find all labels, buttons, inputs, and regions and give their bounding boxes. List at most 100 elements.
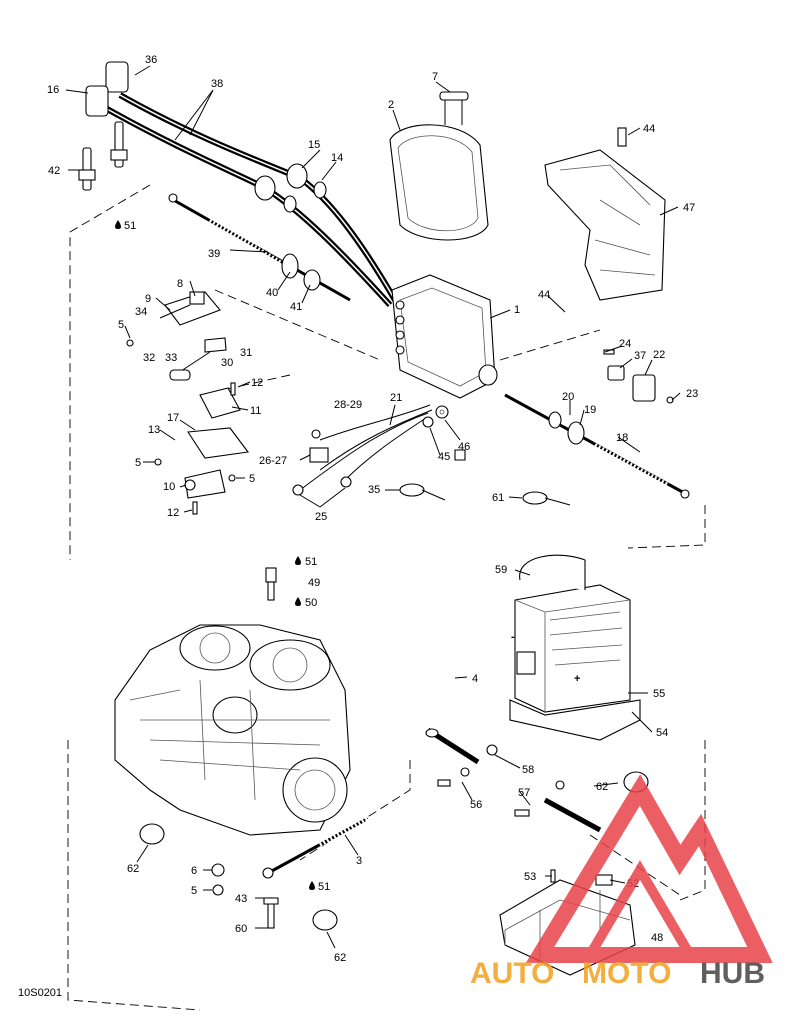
callout-44-b: 44 (538, 289, 550, 301)
callout-12-a: 12 (251, 377, 263, 389)
callout-11: 11 (250, 405, 261, 417)
callout-46: 46 (458, 441, 470, 453)
callout-15: 15 (308, 139, 320, 151)
callout-28-29: 28-29 (334, 399, 362, 411)
cable-ties (399, 483, 571, 506)
callout-62-b: 62 (127, 863, 139, 875)
callout-12-b: 12 (167, 507, 179, 519)
callout-5-a: 5 (118, 319, 124, 331)
engine-block (114, 624, 351, 836)
callout-16: 16 (47, 84, 59, 96)
callout-36: 36 (145, 54, 157, 66)
callout-26-27: 26-27 (259, 455, 287, 467)
callout-53: 53 (524, 871, 536, 883)
drop-icon (295, 597, 301, 606)
callout-40: 40 (266, 287, 278, 299)
callout-49: 49 (308, 577, 320, 589)
headlight-housing (389, 91, 489, 241)
callout-34: 34 (135, 306, 147, 318)
figure-code: 10S0201 (18, 987, 62, 999)
callout-58: 58 (522, 764, 534, 776)
callout-39: 39 (208, 248, 220, 260)
callout-47: 47 (683, 202, 695, 214)
callout-4: 4 (472, 673, 478, 685)
callout-43: 43 (235, 893, 247, 905)
drop-icons (115, 220, 315, 890)
spark-plugs (78, 121, 128, 191)
callout-57: 57 (518, 787, 530, 799)
callout-60: 60 (235, 923, 247, 935)
callout-10: 10 (163, 481, 175, 493)
callout-61: 61 (492, 492, 504, 504)
callout-7: 7 (432, 71, 438, 83)
watermark-logo: AUTO MOTO HUB (470, 774, 773, 990)
callout-30: 30 (221, 357, 233, 369)
callout-23: 23 (686, 388, 698, 400)
callout-45: 45 (438, 451, 450, 463)
engine-small-parts (139, 449, 466, 931)
callout-55: 55 (653, 688, 665, 700)
callout-35: 35 (368, 484, 380, 496)
callout-24: 24 (619, 338, 631, 350)
callout-22: 22 (653, 349, 665, 361)
callout-32: 32 (143, 352, 155, 364)
callout-50: 50 (305, 597, 317, 609)
callout-59: 59 (495, 564, 507, 576)
callout-62-c: 62 (334, 952, 346, 964)
callout-54: 54 (656, 727, 668, 739)
battery-plus-sign: + (574, 673, 580, 685)
callout-48: 48 (651, 932, 663, 944)
callout-1: 1 (514, 304, 520, 316)
callout-3: 3 (356, 855, 362, 867)
temperature-sensor (265, 567, 277, 601)
callout-51-a: 51 (124, 220, 136, 232)
callout-21: 21 (390, 392, 402, 404)
triangle-logo-icon (525, 774, 773, 963)
drop-icon (295, 556, 301, 565)
callout-13: 13 (148, 424, 160, 436)
callout-2: 2 (388, 99, 394, 111)
ignition-parts-cluster (126, 291, 249, 515)
wiring-harness (292, 404, 433, 496)
starter-cable (262, 816, 369, 879)
leader-lines (65, 65, 681, 949)
drop-icon (115, 220, 121, 229)
callout-33: 33 (165, 352, 177, 364)
callout-20: 20 (562, 391, 574, 403)
battery-assembly: - + (509, 554, 641, 741)
switch-parts (603, 349, 674, 404)
callout-14: 14 (331, 152, 343, 164)
callout-5-c: 5 (249, 473, 255, 485)
drop-icon (309, 881, 315, 890)
callout-38: 38 (211, 78, 223, 90)
callout-9: 9 (145, 293, 151, 305)
battery-minus-sign: - (511, 631, 515, 643)
callout-8: 8 (177, 278, 183, 290)
callout-62-a: 62 (596, 781, 608, 793)
callout-31: 31 (240, 347, 252, 359)
callout-19: 19 (584, 404, 596, 416)
battery-cables (425, 727, 649, 833)
callout-17: 17 (167, 412, 179, 424)
throttle-cable (168, 193, 351, 302)
callout-6: 6 (191, 865, 197, 877)
callout-51-b: 51 (305, 556, 317, 568)
callout-18: 18 (616, 432, 628, 444)
washers (422, 405, 449, 428)
callout-41: 41 (290, 301, 302, 313)
watermark-auto: AUTO (470, 957, 554, 990)
control-box (391, 274, 498, 399)
callout-56: 56 (470, 799, 482, 811)
ignition-cables (85, 61, 398, 308)
mounting-bracket (544, 127, 666, 301)
callout-5-b: 5 (135, 457, 141, 469)
watermark-moto: MOTO (582, 957, 671, 990)
callout-25: 25 (315, 511, 327, 523)
choke-cable (504, 393, 690, 499)
watermark-hub: HUB (700, 957, 765, 990)
callout-51-c: 51 (318, 881, 330, 893)
callout-44-a: 44 (643, 123, 655, 135)
callout-5-d: 5 (191, 885, 197, 897)
callout-37: 37 (634, 350, 646, 362)
